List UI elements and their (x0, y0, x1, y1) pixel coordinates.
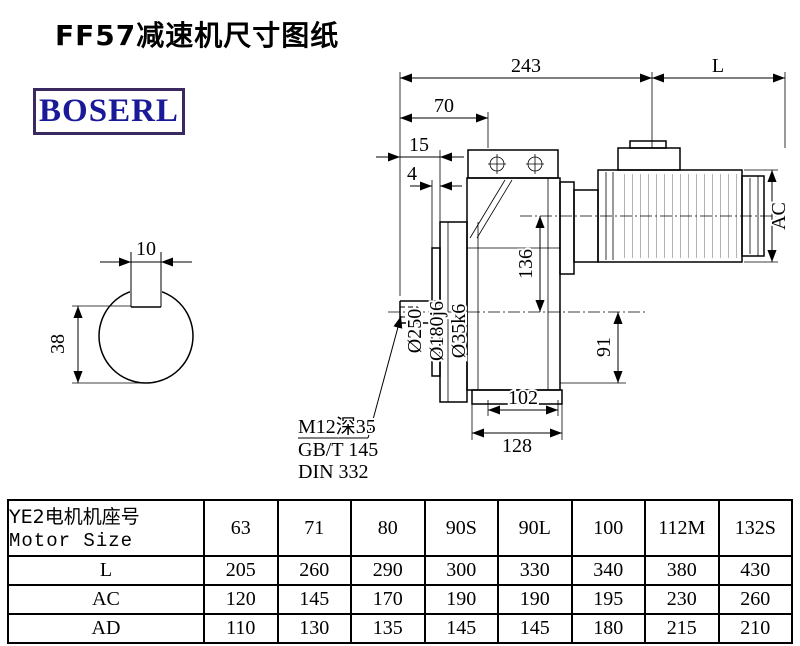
cell-AD-90S: 145 (423, 613, 499, 644)
size-col-132S: 132S (717, 499, 793, 557)
motor-size-header-cell: YE2电机机座号 Motor Size (7, 499, 205, 557)
cell-AD-80: 135 (350, 613, 426, 644)
motor-size-table: YE2电机机座号 Motor Size 63 71 80 90S 90L 100… (7, 499, 793, 644)
row-label-L: L (7, 555, 205, 586)
cell-L-112M: 380 (644, 555, 720, 586)
cell-AD-71: 130 (276, 613, 352, 644)
size-col-63: 63 (203, 499, 279, 557)
row-label-AD: AD (7, 613, 205, 644)
note-m12-label: M12深35 (298, 415, 376, 438)
row-label-AC: AC (7, 584, 205, 615)
cell-AD-132S: 210 (717, 613, 793, 644)
size-col-100: 100 (570, 499, 646, 557)
table-row-L: L 205 260 290 300 330 340 380 430 (7, 555, 793, 586)
motor-size-label-en: Motor Size (9, 530, 134, 552)
dim-128-label: 128 (502, 435, 532, 457)
cell-AC-90S: 190 (423, 584, 499, 615)
size-col-112M: 112M (644, 499, 720, 557)
cell-AD-90L: 145 (497, 613, 573, 644)
cell-AC-90L: 190 (497, 584, 573, 615)
logo-text: BOSERL (39, 93, 179, 129)
cell-L-63: 205 (203, 555, 279, 586)
cell-AC-112M: 230 (644, 584, 720, 615)
dim-L-label: L (712, 55, 724, 77)
cell-L-100: 340 (570, 555, 646, 586)
dim-15-label: 15 (409, 134, 429, 156)
dim-243-label: 243 (511, 55, 541, 77)
dim-shaft-dia-label: Ø35k6 (448, 304, 470, 358)
reducer-front-view (388, 140, 778, 405)
dim-91-label: 91 (593, 337, 615, 357)
size-col-80: 80 (350, 499, 426, 557)
dim-10-label: 10 (136, 238, 156, 260)
cell-AC-80: 170 (350, 584, 426, 615)
dim-70-label: 70 (434, 95, 454, 117)
technical-drawing: 243 L 70 15 4 10 38 AC 136 91 102 128 Ø2… (45, 53, 792, 485)
cell-AD-112M: 215 (644, 613, 720, 644)
cell-L-132S: 430 (717, 555, 793, 586)
dim-spigot-dia-label: Ø180j6 (426, 301, 448, 361)
size-col-90L: 90L (497, 499, 573, 557)
dim-102-label: 102 (508, 387, 538, 409)
table-header-row: YE2电机机座号 Motor Size 63 71 80 90S 90L 100… (7, 499, 793, 557)
motor-size-label-cn: YE2电机机座号 (9, 506, 140, 528)
boserl-logo: BOSERL (33, 88, 185, 135)
dim-AC-label: AC (768, 202, 790, 230)
cell-L-90L: 330 (497, 555, 573, 586)
cell-AD-100: 180 (570, 613, 646, 644)
cell-AD-63: 110 (203, 613, 279, 644)
size-col-71: 71 (276, 499, 352, 557)
size-col-90S: 90S (423, 499, 499, 557)
cell-L-90S: 300 (423, 555, 499, 586)
cell-L-71: 260 (276, 555, 352, 586)
cell-L-80: 290 (350, 555, 426, 586)
page-title: FF57减速机尺寸图纸 (55, 19, 340, 52)
dimension-lines (72, 72, 786, 440)
table-row-AD: AD 110 130 135 145 145 180 215 210 (7, 613, 793, 644)
note-gbt145-label: GB/T 145 (298, 439, 378, 461)
dim-136-label: 136 (515, 249, 537, 279)
note-din332-label: DIN 332 (298, 461, 369, 483)
dim-38-label: 38 (47, 334, 69, 354)
cell-AC-71: 145 (276, 584, 352, 615)
dimension-labels: 243 L 70 15 4 10 38 AC 136 91 102 128 Ø2… (45, 53, 792, 485)
table-row-AC: AC 120 145 170 190 190 195 230 260 (7, 584, 793, 615)
cell-AC-132S: 260 (717, 584, 793, 615)
dim-flange-dia-label: Ø250 (404, 309, 426, 353)
shaft-end-view (98, 252, 194, 384)
cell-AC-100: 195 (570, 584, 646, 615)
cell-AC-63: 120 (203, 584, 279, 615)
dim-4-label: 4 (407, 163, 417, 185)
